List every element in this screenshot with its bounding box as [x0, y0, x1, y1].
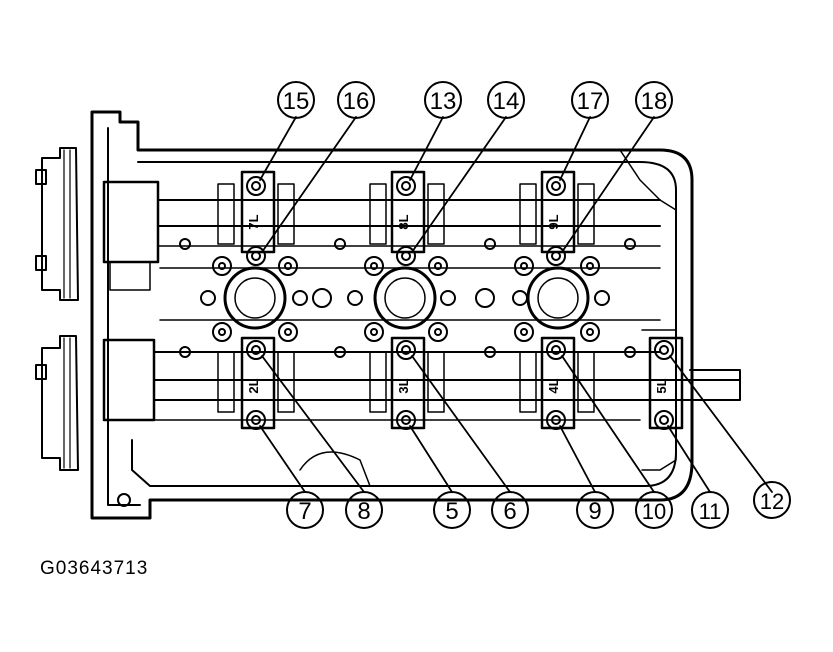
- callout-6-label: 6: [503, 498, 516, 525]
- callout-11: 11: [691, 491, 729, 529]
- cap-label-8L: 8L: [396, 214, 411, 229]
- exhaust-sprocket: [35, 335, 79, 471]
- bearing-cap-7L: 7L: [217, 170, 295, 266]
- intake-sprocket: [35, 147, 79, 301]
- callout-18: 18: [635, 81, 673, 119]
- bearing-cap-5L: 5L: [648, 336, 684, 430]
- callout-13-label: 13: [430, 88, 457, 115]
- callout-8: 8: [345, 491, 383, 529]
- callout-12-label: 12: [760, 489, 784, 514]
- cap-label-9L: 9L: [546, 214, 561, 229]
- callout-16-label: 16: [343, 88, 370, 115]
- front-cam-blocks: [102, 180, 160, 422]
- bearing-cap-9L: 9L: [519, 170, 595, 266]
- camshaft-bearing-cap-diagram: 7L 8L 9L 2L 3L 4L: [35, 81, 791, 529]
- callout-8-label: 8: [357, 498, 370, 525]
- callout-16: 16: [337, 81, 375, 119]
- callout-11-label: 11: [699, 499, 722, 524]
- bearing-cap-2L: 2L: [217, 336, 295, 430]
- figure-code: G03643713: [40, 558, 149, 579]
- callout-5: 5: [433, 491, 471, 529]
- callout-7: 7: [286, 491, 324, 529]
- cap-label-5L: 5L: [654, 378, 669, 393]
- bearing-cap-3L: 3L: [369, 336, 445, 430]
- callout-17-label: 17: [577, 88, 604, 115]
- callout-15: 15: [277, 81, 315, 119]
- callout-14-label: 14: [493, 88, 520, 115]
- callout-10: 10: [635, 491, 673, 529]
- cap-label-4L: 4L: [546, 378, 561, 393]
- bearing-cap-8L: 8L: [369, 170, 445, 266]
- callout-12: 12: [753, 481, 791, 519]
- callout-17: 17: [571, 81, 609, 119]
- callout-18-label: 18: [641, 88, 668, 115]
- callout-9: 9: [576, 491, 614, 529]
- cap-label-2L: 2L: [246, 378, 261, 393]
- callout-7-label: 7: [298, 498, 311, 525]
- cylinder-head-outline: [90, 110, 694, 520]
- cap-label-7L: 7L: [246, 214, 261, 229]
- cap-label-3L: 3L: [396, 378, 411, 393]
- callout-10-label: 10: [642, 499, 666, 524]
- leader-lines: [259, 116, 773, 493]
- callout-5-label: 5: [445, 498, 458, 525]
- bearing-cap-4L: 4L: [519, 336, 595, 430]
- callout-13: 13: [424, 81, 462, 119]
- callout-14: 14: [487, 81, 525, 119]
- callout-15-label: 15: [283, 88, 310, 115]
- center-rail: [159, 266, 661, 330]
- plug-tube-bolts: [179, 238, 636, 358]
- callout-6: 6: [491, 491, 529, 529]
- callout-9-label: 9: [588, 498, 601, 525]
